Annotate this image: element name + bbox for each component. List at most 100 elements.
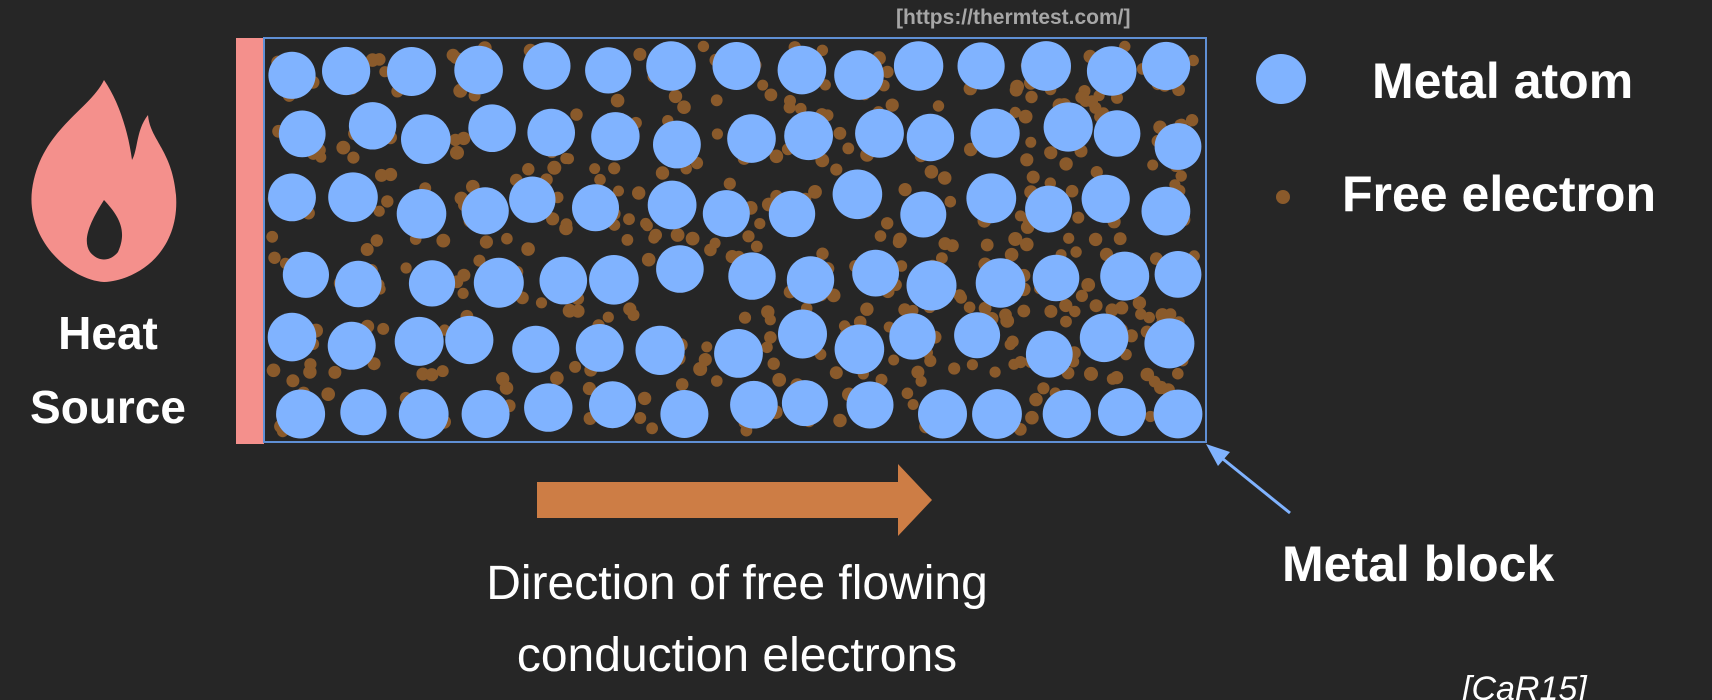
free-electron (632, 186, 646, 200)
free-electron (764, 331, 777, 344)
metal-atom (454, 45, 503, 95)
free-electron (1065, 184, 1079, 198)
flame-icon (31, 80, 177, 282)
free-electron (1113, 232, 1127, 246)
metal-atom (527, 108, 575, 157)
metal-block-outline (263, 37, 1207, 443)
free-electron (772, 373, 787, 387)
metal-atom (276, 389, 326, 439)
free-electron (1029, 392, 1043, 407)
free-electron (336, 140, 351, 155)
free-electron (710, 94, 723, 107)
free-electron (546, 212, 560, 226)
free-electron (936, 252, 948, 264)
free-electron (479, 235, 493, 249)
free-electron (711, 375, 723, 387)
free-electron (953, 289, 966, 302)
free-electron (655, 166, 670, 180)
metal-atom (954, 312, 1001, 359)
metal-atom (777, 45, 827, 95)
metal-atom (778, 309, 827, 359)
metal-atom (468, 104, 516, 152)
metal-atom (589, 381, 636, 429)
heat-source-label-line1: Heat (58, 307, 158, 359)
metal-atom (327, 321, 376, 370)
free-electron (1090, 166, 1103, 179)
metal-atom (852, 249, 899, 297)
direction-arrow (537, 464, 932, 536)
metal-atom (401, 114, 451, 164)
free-electron (701, 341, 713, 353)
metal-atom (589, 254, 639, 305)
free-electron (1014, 210, 1026, 222)
free-electron (1014, 356, 1027, 369)
free-electron (1075, 289, 1088, 302)
free-electron (266, 363, 281, 378)
metal-atom (918, 389, 967, 439)
free-electron (1081, 278, 1096, 292)
metal-atom (702, 190, 750, 238)
metal-atom (509, 176, 556, 223)
metal-atom (1079, 313, 1129, 363)
free-electron (754, 218, 766, 230)
metal-atom (712, 42, 761, 90)
free-electron (1069, 305, 1081, 318)
free-electron (641, 220, 653, 232)
metal-atom (268, 51, 316, 99)
free-electron (670, 228, 685, 242)
free-electron (860, 302, 874, 316)
metal-atom (1153, 389, 1203, 439)
free-electron (1088, 232, 1103, 247)
free-electron (321, 387, 336, 402)
metal-atom (1025, 330, 1073, 378)
free-electron (769, 149, 784, 164)
metal-atom (1093, 110, 1141, 157)
free-electron (569, 360, 582, 373)
metal-atom (966, 173, 1017, 224)
free-electron (360, 243, 374, 256)
metal-atom (322, 46, 371, 96)
free-electron (830, 163, 843, 176)
free-electron (1155, 308, 1170, 322)
heat-source-bar (236, 38, 264, 444)
free-electron (816, 44, 829, 56)
metal-atom (1142, 41, 1191, 91)
free-electron (1004, 338, 1016, 351)
free-electron (370, 234, 383, 247)
free-electron (373, 205, 385, 217)
legend-atom-symbol (1256, 54, 1306, 104)
metal-atom (461, 390, 510, 438)
metal-atom (408, 260, 456, 307)
free-electron (1063, 232, 1075, 244)
free-electron (1025, 410, 1039, 425)
metal-atom (730, 380, 778, 429)
metal-atom (278, 110, 326, 158)
free-electron (303, 365, 317, 379)
metal-atom (834, 324, 885, 375)
free-electron (874, 230, 887, 242)
metal-atom (524, 383, 573, 432)
free-electron (400, 262, 412, 274)
free-electron (436, 233, 451, 248)
free-electron (685, 231, 700, 246)
metal-atom (1025, 185, 1073, 233)
free-electron (978, 301, 992, 315)
free-electron (347, 151, 360, 164)
metal-atom (512, 325, 560, 373)
free-electron (268, 251, 281, 264)
free-electron (634, 412, 647, 424)
free-electron (375, 168, 388, 182)
metal-atom (348, 102, 397, 150)
free-electron (1089, 299, 1103, 313)
free-electron (1140, 367, 1155, 382)
free-electron (633, 47, 647, 61)
metal-atom (1098, 388, 1146, 436)
free-electron (881, 65, 894, 79)
metal-atom (572, 184, 619, 232)
free-electron (1008, 232, 1023, 246)
free-electron (328, 365, 342, 379)
free-electron (286, 374, 300, 388)
legend-electron-label: Free electron (1342, 166, 1657, 222)
